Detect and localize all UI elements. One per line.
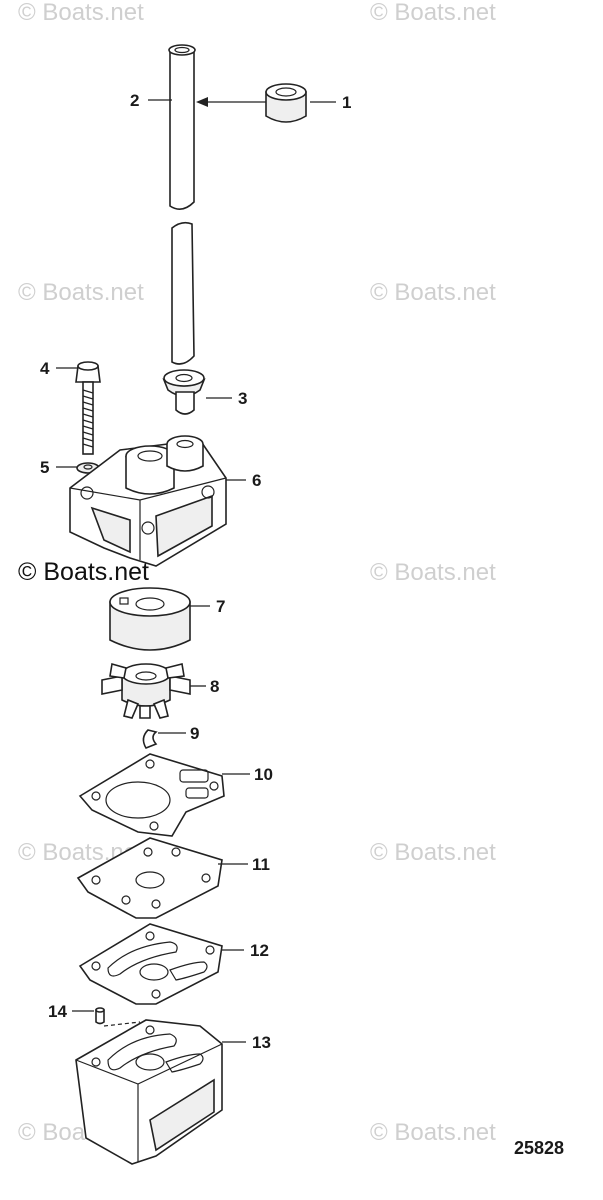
- callout-1: 1: [342, 93, 351, 112]
- part-8-impeller: [101, 662, 191, 719]
- part-3-water-tube-seal: [162, 369, 206, 415]
- callout-11: 11: [252, 855, 270, 874]
- part-14-dowel-pin: [95, 1007, 141, 1027]
- part-1-grommet: [196, 83, 307, 123]
- watermark-prominent: © Boats.net: [18, 558, 149, 586]
- figure-number: 25828: [514, 1138, 564, 1158]
- part-4-bolt: [75, 361, 101, 455]
- leader-lines: [56, 99, 336, 1043]
- part-11-face-plate: [76, 837, 223, 919]
- part-12-gasket: [78, 923, 223, 1005]
- callout-labels: 1 2 3 4 5 6 7 8 9 10 11 12 13 14: [40, 91, 351, 1052]
- watermark-top-right: © Boats.net: [370, 0, 496, 26]
- watermark-upper-left: © Boats.net: [18, 279, 144, 306]
- callout-12: 12: [250, 941, 269, 960]
- part-9-drive-key: [142, 729, 158, 749]
- part-7-pump-insert: [109, 587, 191, 651]
- watermark-top-left: © Boats.net: [18, 0, 144, 26]
- watermark-upper-right: © Boats.net: [370, 279, 496, 306]
- callout-4: 4: [40, 359, 50, 378]
- part-13-pump-base: [75, 1019, 223, 1165]
- watermark-mid-right: © Boats.net: [370, 559, 496, 586]
- callout-8: 8: [210, 677, 219, 696]
- callout-7: 7: [216, 597, 225, 616]
- callout-13: 13: [252, 1033, 271, 1052]
- part-6-water-pump-body: [69, 435, 227, 567]
- callout-3: 3: [238, 389, 247, 408]
- callout-6: 6: [252, 471, 261, 490]
- callout-5: 5: [40, 458, 49, 477]
- watermark-lower-right: © Boats.net: [370, 839, 496, 866]
- callout-9: 9: [190, 724, 199, 743]
- part-10-gasket: [78, 753, 225, 837]
- callout-14: 14: [48, 1002, 67, 1021]
- callout-10: 10: [254, 765, 273, 784]
- watermark-bottom-right: © Boats.net: [370, 1119, 496, 1146]
- callout-2: 2: [130, 91, 139, 110]
- part-2-water-tube: [168, 44, 196, 365]
